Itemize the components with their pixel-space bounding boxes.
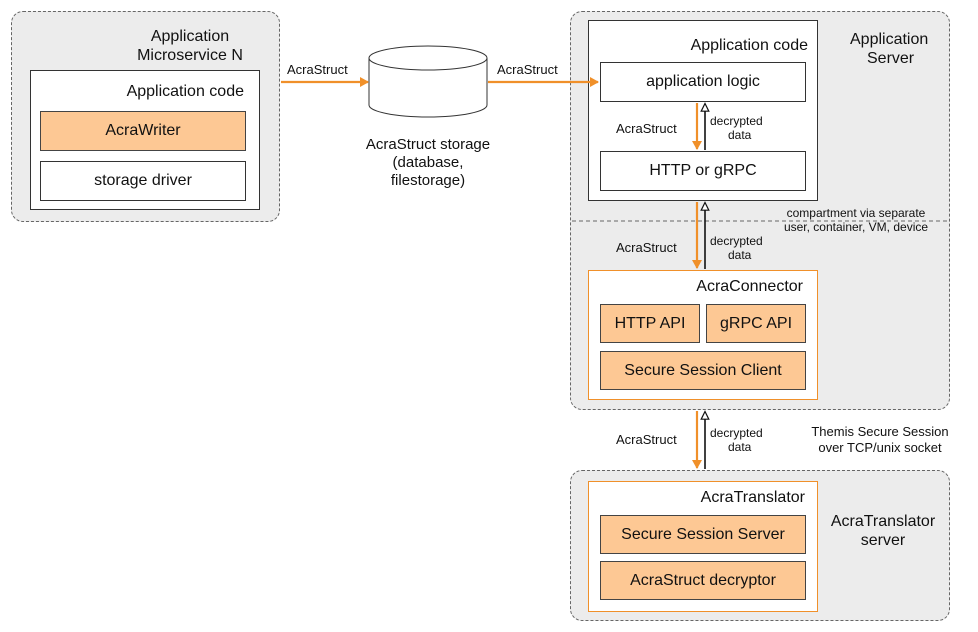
app-server-title-line2: Server xyxy=(867,50,915,67)
arrow-label-acrastruct-2: AcraStruct xyxy=(616,240,677,255)
http-api-box: HTTP API xyxy=(600,304,700,343)
secure-session-client-label: Secure Session Client xyxy=(624,361,782,379)
arrow-label-decrypted-3b: data xyxy=(728,440,752,454)
microservice-title-line1: Application xyxy=(150,28,230,45)
acrawriter-label: AcraWriter xyxy=(105,122,181,139)
storage-label-line3: filestorage) xyxy=(390,172,466,189)
grpc-api-label: gRPC API xyxy=(719,314,793,332)
translator-server-line2: server xyxy=(860,532,906,549)
arrow-label-acrastruct-right: AcraStruct xyxy=(497,62,558,77)
storage-label-line1: AcraStruct storage xyxy=(365,136,491,153)
arrow-label-decrypted-1b: data xyxy=(728,128,752,142)
secure-session-server-label: Secure Session Server xyxy=(621,525,785,543)
http-api-label: HTTP API xyxy=(614,314,686,332)
acrastruct-decryptor-label: AcraStruct decryptor xyxy=(630,571,776,589)
secure-session-server-box: Secure Session Server xyxy=(600,515,806,554)
http-grpc-label: HTTP or gRPC xyxy=(649,162,757,179)
arrow-label-decrypted-1a: decrypted xyxy=(710,114,763,128)
application-logic-label: application logic xyxy=(646,73,760,90)
acratranslator-title: AcraTranslator xyxy=(700,489,805,506)
arrow-label-decrypted-2a: decrypted xyxy=(710,234,763,248)
arrow-label-acrastruct-3: AcraStruct xyxy=(616,432,677,447)
application-logic-box: application logic xyxy=(600,62,806,102)
grpc-api-box: gRPC API xyxy=(706,304,806,343)
compartment-note-line2: user, container, VM, device xyxy=(783,220,929,234)
acrastruct-decryptor-box: AcraStruct decryptor xyxy=(600,561,806,600)
storage-label-line2: (database, xyxy=(392,154,464,171)
compartment-note-line1: compartment via separate xyxy=(786,206,926,220)
arrow-label-acrastruct-1: AcraStruct xyxy=(616,121,677,136)
arrow-label-decrypted-3a: decrypted xyxy=(710,426,763,440)
app-server-title-line1: Application xyxy=(850,31,929,48)
acrawriter-box: AcraWriter xyxy=(40,111,246,151)
arrow-label-acrastruct-left: AcraStruct xyxy=(287,62,348,77)
acraconnector-title: AcraConnector xyxy=(696,278,803,295)
microservice-app-code-label: Application code xyxy=(126,83,244,100)
themis-note-line1: Themis Secure Session xyxy=(811,424,949,439)
translator-server-line1: AcraTranslator xyxy=(830,513,936,530)
arrow-label-decrypted-2b: data xyxy=(728,248,752,262)
storage-driver-box: storage driver xyxy=(40,161,246,201)
secure-session-client-box: Secure Session Client xyxy=(600,351,806,390)
microservice-title-line2: Microservice N xyxy=(137,47,243,64)
storage-driver-label: storage driver xyxy=(94,172,192,189)
themis-note-line2: over TCP/unix socket xyxy=(818,440,942,455)
http-grpc-box: HTTP or gRPC xyxy=(600,151,806,191)
database-icon xyxy=(368,45,488,118)
app-server-app-code-label: Application code xyxy=(690,37,808,54)
